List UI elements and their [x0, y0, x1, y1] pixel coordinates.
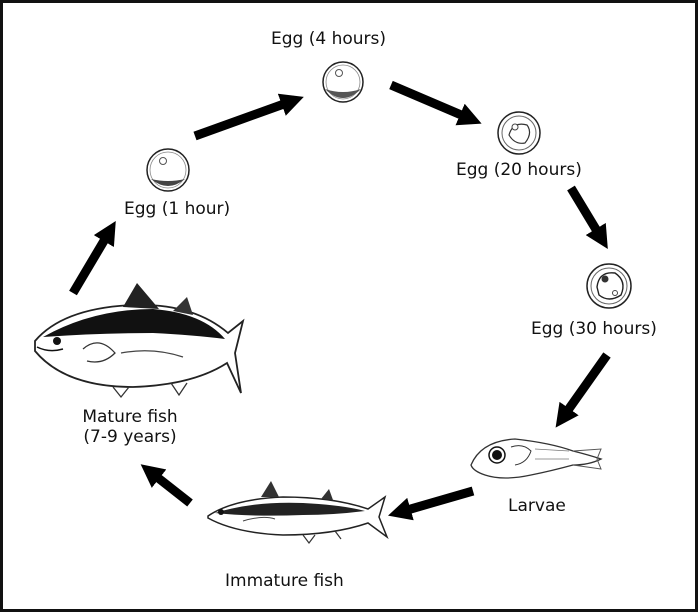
label-egg-30-hours: Egg (30 hours)	[531, 319, 657, 339]
life-cycle-art	[34, 61, 632, 544]
arrow-icon	[140, 464, 193, 507]
egg-icon	[497, 111, 541, 155]
egg-icon	[322, 61, 364, 103]
label-mature-fish: Mature fish (7-9 years)	[65, 407, 195, 447]
label-egg-1-hour: Egg (1 hour)	[124, 199, 231, 219]
arrow-icon	[555, 352, 611, 428]
egg-icon	[146, 148, 190, 192]
tuna-icon	[207, 481, 389, 544]
arrow-icon	[69, 220, 116, 296]
label-larvae: Larvae	[508, 496, 566, 516]
egg-icon	[586, 263, 632, 309]
label-egg-20-hours: Egg (20 hours)	[456, 160, 582, 180]
larva-icon	[470, 438, 603, 479]
arrows	[69, 80, 611, 521]
label-egg-4-hours: Egg (4 hours)	[271, 29, 387, 49]
tuna-icon	[34, 283, 245, 399]
arrow-icon	[567, 185, 608, 250]
arrow-icon	[193, 93, 304, 141]
arrow-icon	[389, 80, 482, 126]
arrow-icon	[388, 486, 475, 521]
label-immature-fish: Immature fish	[225, 571, 344, 591]
label-mature-fish-line1: Mature fish	[82, 407, 178, 427]
label-mature-fish-line2: (7-9 years)	[83, 427, 177, 447]
